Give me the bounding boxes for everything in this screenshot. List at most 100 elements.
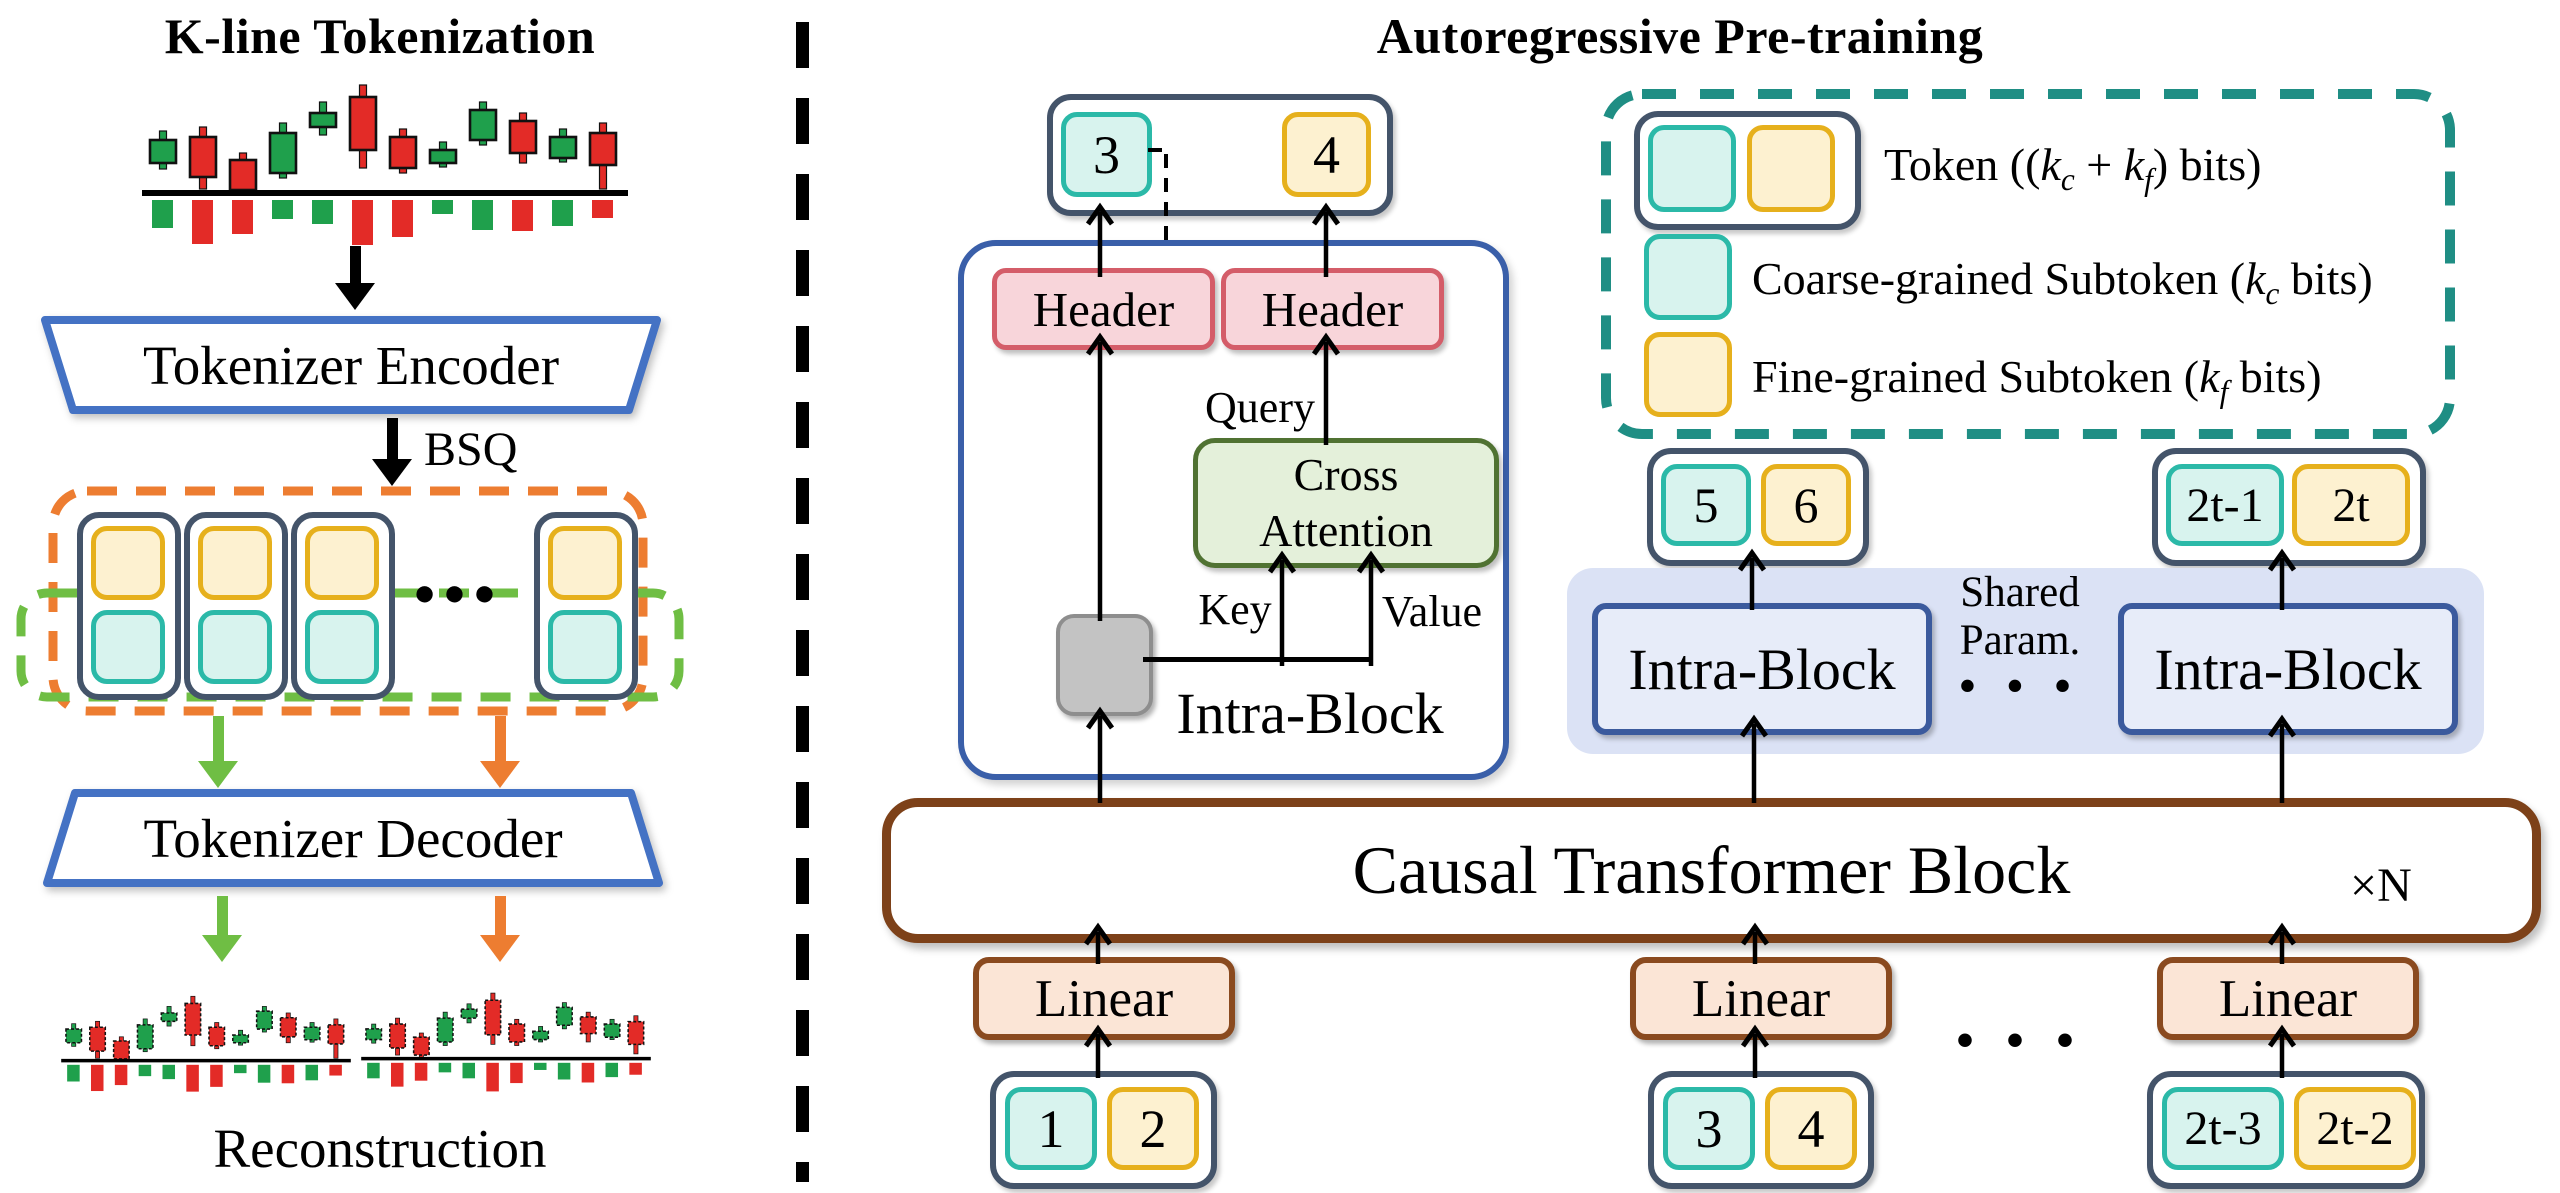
fine-subtoken: 4 bbox=[1282, 112, 1371, 197]
coarse-subtoken-swatch bbox=[198, 610, 272, 684]
arrow-shaft bbox=[216, 896, 228, 935]
token-stack-n bbox=[534, 512, 638, 700]
coarse-subtoken: 2t-1 bbox=[2166, 464, 2284, 546]
coarse-subtoken: 3 bbox=[1061, 112, 1152, 197]
tokenizer-decoder-shape bbox=[43, 789, 663, 887]
right-panel-title: Autoregressive Pre-training bbox=[1376, 8, 1984, 64]
legend-token-pair-swatch bbox=[1634, 111, 1861, 230]
fine-subtoken: 6 bbox=[1761, 464, 1851, 546]
intra-block-ellipsis: • • • bbox=[1959, 659, 2081, 711]
down-arrow-decoder-out-coarse bbox=[200, 896, 244, 962]
panel-separator bbox=[796, 22, 809, 1182]
legend-coarse-label: Coarse-grained Subtoken (kc bits) bbox=[1752, 253, 2373, 312]
fine-subtoken-swatch bbox=[1747, 125, 1835, 212]
token-stack-3 bbox=[291, 512, 395, 700]
bsq-label: BSQ bbox=[424, 423, 518, 476]
token-stack-2 bbox=[184, 512, 288, 700]
arrow-head bbox=[372, 459, 412, 486]
coarse-subtoken-swatch bbox=[305, 610, 379, 684]
flow-arrow bbox=[1740, 922, 1770, 964]
repeat-count-label: ×N bbox=[2350, 859, 2412, 912]
down-arrow-fine-to-decoder bbox=[478, 716, 522, 788]
arrow-shaft bbox=[212, 716, 224, 761]
token-stack-1 bbox=[77, 512, 181, 700]
output-token-pair: 3 4 bbox=[1047, 94, 1393, 216]
fine-subtoken: 4 bbox=[1765, 1087, 1857, 1170]
arrow-shaft bbox=[349, 246, 361, 283]
output-token-pair-t: 2t-1 2t bbox=[2152, 448, 2426, 566]
legend-token-label: Token ((kc + kf) bits) bbox=[1884, 139, 2262, 198]
kline-chart bbox=[142, 84, 628, 245]
token-sequence-ellipsis: ●●● bbox=[413, 572, 503, 614]
tokenizer-decoder-label: Tokenizer Decoder bbox=[143, 807, 563, 869]
flow-arrow bbox=[1083, 922, 1113, 964]
flow-arrow bbox=[1740, 1024, 1770, 1078]
header-box-left: Header bbox=[992, 268, 1215, 350]
input-token-pair-t: 2t-3 2t-2 bbox=[2147, 1071, 2425, 1189]
tokenizer-encoder-label: Tokenizer Encoder bbox=[142, 334, 560, 396]
fine-subtoken-swatch bbox=[548, 526, 622, 600]
intra-block-detail-label: Intra-Block bbox=[1176, 680, 1444, 746]
flow-arrow bbox=[1311, 202, 1341, 277]
fine-subtoken: 2t-2 bbox=[2294, 1087, 2416, 1170]
arrow-head bbox=[480, 761, 520, 788]
flow-arrow bbox=[1739, 714, 1769, 803]
value-label: Value bbox=[1381, 587, 1483, 636]
linear-box-2: Linear bbox=[1630, 957, 1892, 1040]
shared-param-label-line2: Param. bbox=[1959, 616, 2081, 664]
down-arrow-coarse-to-decoder bbox=[196, 716, 240, 788]
coarse-subtoken-swatch bbox=[91, 610, 165, 684]
flow-arrow bbox=[1311, 332, 1341, 445]
intra-block-left: Intra-Block bbox=[1592, 603, 1932, 735]
flow-arrow bbox=[2267, 1024, 2297, 1078]
reconstruction-label: Reconstruction bbox=[213, 1117, 547, 1179]
cross-attention-box: Cross Attention bbox=[1193, 438, 1499, 568]
coarse-subtoken-swatch bbox=[548, 610, 622, 684]
legend-fine-label: Fine-grained Subtoken (kf bits) bbox=[1752, 351, 2322, 410]
key-value-connector-line bbox=[1143, 657, 1373, 662]
token-sequence-outline bbox=[48, 486, 648, 716]
arrow-head bbox=[480, 935, 520, 962]
causal-transformer-block-label: Causal Transformer Block bbox=[1352, 832, 2071, 908]
flow-arrow bbox=[1085, 202, 1115, 277]
arrow-shaft bbox=[386, 418, 398, 459]
shared-param-label-line1: Shared bbox=[1960, 568, 2080, 616]
flow-arrow bbox=[2267, 548, 2297, 610]
query-label: Query bbox=[1205, 383, 1315, 432]
flow-arrow bbox=[2267, 714, 2297, 803]
causal-transformer-block: Causal Transformer Block bbox=[882, 798, 2541, 943]
flow-arrow bbox=[1085, 706, 1115, 803]
fine-subtoken: 2 bbox=[1107, 1087, 1199, 1170]
arrow-head bbox=[202, 935, 242, 962]
reconstructed-kline-chart-right bbox=[361, 992, 651, 1092]
arrow-shaft bbox=[494, 896, 506, 935]
legend-outline bbox=[1601, 89, 2455, 439]
flow-arrow bbox=[1267, 550, 1297, 666]
coarse-subtoken: 2t-3 bbox=[2162, 1087, 2284, 1170]
coarse-subtoken-swatch bbox=[1648, 125, 1736, 212]
left-panel-title: K-line Tokenization bbox=[164, 8, 596, 64]
legend-coarse-swatch bbox=[1644, 234, 1732, 320]
flow-arrow bbox=[1356, 550, 1386, 666]
hidden-state-box bbox=[1056, 614, 1153, 716]
coarse-subtoken: 1 bbox=[1005, 1087, 1097, 1170]
tokenizer-encoder-shape bbox=[41, 316, 661, 414]
flow-arrow bbox=[1083, 1024, 1113, 1078]
sequence-ellipsis: • • • bbox=[1956, 1012, 2084, 1068]
down-arrow-decoder-out-fine bbox=[478, 896, 522, 962]
coarse-subtoken: 5 bbox=[1661, 464, 1751, 546]
fine-subtoken-swatch bbox=[305, 526, 379, 600]
fine-subtoken-swatch bbox=[91, 526, 165, 600]
flow-arrow bbox=[2267, 922, 2297, 964]
linear-box-1: Linear bbox=[973, 957, 1235, 1040]
key-label: Key bbox=[1198, 585, 1272, 634]
coarse-subtoken: 3 bbox=[1663, 1087, 1755, 1170]
intra-block-right: Intra-Block bbox=[2118, 603, 2458, 735]
fine-subtoken-swatch bbox=[198, 526, 272, 600]
arrow-head bbox=[335, 283, 375, 310]
fine-subtoken: 2t bbox=[2292, 464, 2410, 546]
input-token-pair-2: 3 4 bbox=[1648, 1071, 1874, 1189]
flow-arrow bbox=[1737, 548, 1767, 610]
arrow-head bbox=[198, 761, 238, 788]
